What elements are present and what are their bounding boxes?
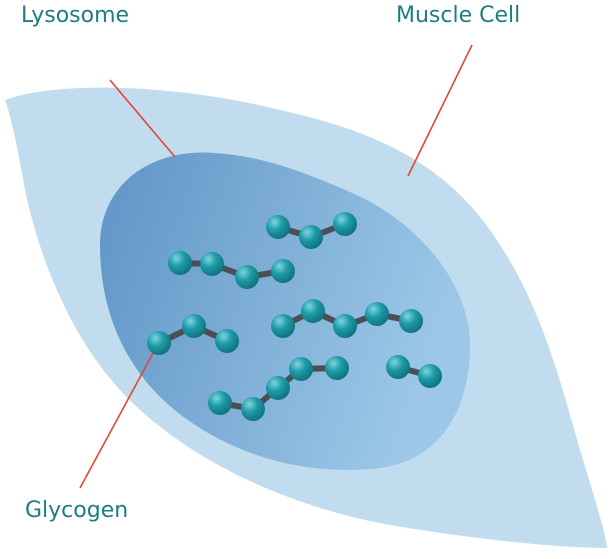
muscle-cell-leader-line: [407, 44, 473, 177]
glycogen-bead: [418, 364, 442, 388]
glycogen-bead: [200, 252, 224, 276]
glycogen-bead: [182, 314, 206, 338]
glycogen-molecule: [208, 356, 349, 421]
lysosome-leader-line: [109, 79, 176, 158]
muscle-cell-label: Muscle Cell: [396, 3, 521, 28]
glycogen-molecule: [147, 314, 239, 355]
glycogen-bead: [241, 397, 265, 421]
glycogen-bead: [271, 259, 295, 283]
glycogen-bead: [266, 376, 290, 400]
glycogen-molecule: [271, 299, 423, 338]
glycogen-bead: [271, 314, 295, 338]
glycogen-molecule: [266, 212, 357, 249]
glycogen-label: Glycogen: [25, 498, 129, 523]
glycogen-bead: [147, 331, 171, 355]
lysosome-label: Lysosome: [21, 3, 130, 28]
glycogen-bead: [215, 329, 239, 353]
glycogen-bead: [235, 265, 259, 289]
glycogen-bead: [299, 225, 323, 249]
glycogen-bead: [399, 309, 423, 333]
glycogen-leader-line: [79, 343, 159, 489]
glycogen-bead: [333, 314, 357, 338]
glycogen-bead: [386, 355, 410, 379]
glycogen-bead: [289, 357, 313, 381]
glycogen-bead: [301, 299, 325, 323]
glycogen-bead: [365, 302, 389, 326]
glycogen-molecule: [386, 355, 442, 388]
glycogen-bead: [333, 212, 357, 236]
glycogen-bead: [208, 391, 232, 415]
glycogen-molecule: [168, 251, 295, 289]
glycogen-bead: [168, 251, 192, 275]
lysosome-body: [100, 152, 470, 470]
glycogen-bead: [266, 215, 290, 239]
glycogen-bead: [325, 356, 349, 380]
